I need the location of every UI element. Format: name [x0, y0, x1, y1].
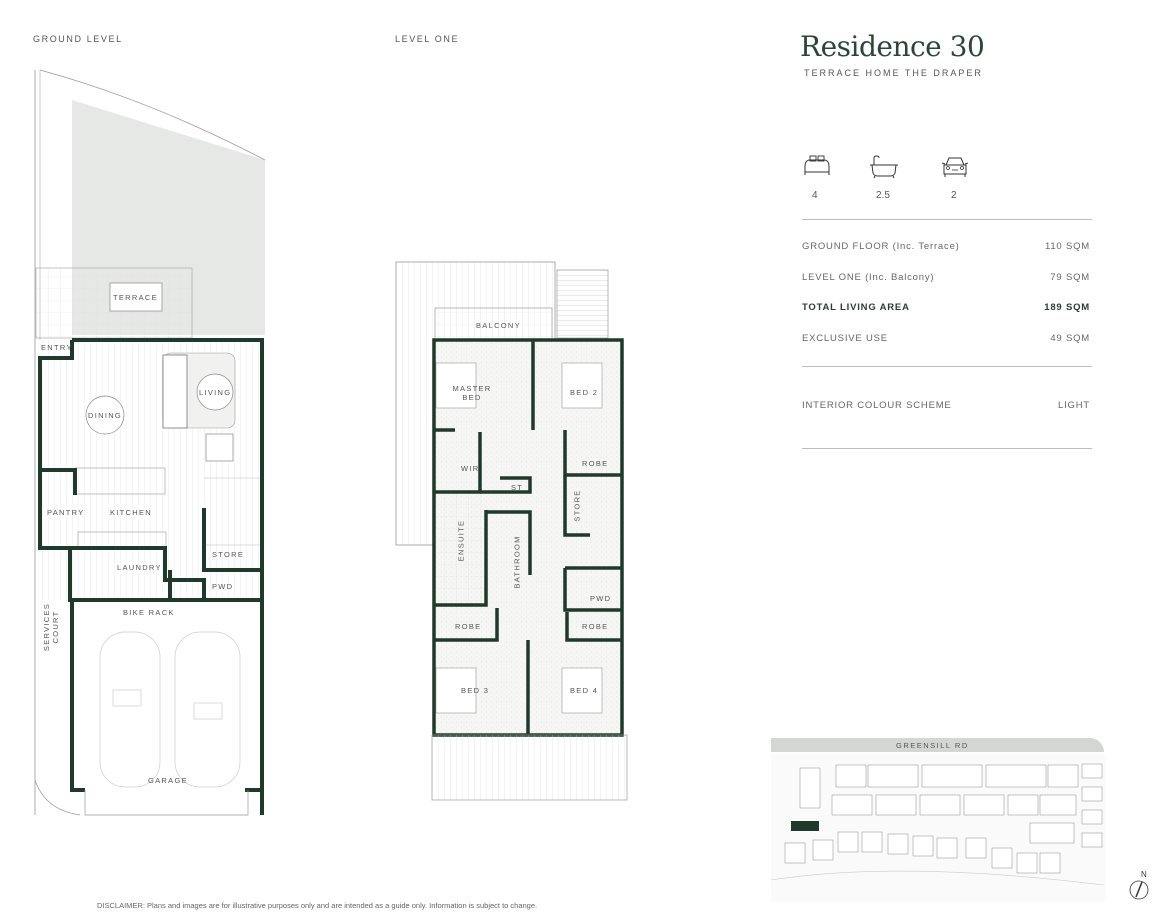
court-label: COURT: [51, 610, 60, 644]
room-dining: DINING: [88, 411, 123, 420]
room-balcony: BALCONY: [476, 321, 521, 330]
bathroom-count: 2.5: [876, 190, 890, 201]
room-ensuite: ENSUITE: [456, 519, 466, 562]
room-robe-bed4: ROBE: [582, 622, 609, 631]
colour-scheme-row: INTERIOR COLOUR SCHEME LIGHT: [802, 400, 1090, 411]
divider: [802, 366, 1092, 367]
room-wir: WIR: [461, 464, 480, 473]
divider: [802, 219, 1092, 220]
room-bike-rack: BIKE RACK: [123, 608, 175, 617]
area-row-level-one: LEVEL ONE (Inc. Balcony) 79 SQM: [802, 272, 1090, 283]
room-living: LIVING: [199, 388, 232, 397]
room-laundry: LAUNDRY: [117, 563, 162, 572]
room-entry: ENTRY: [41, 343, 73, 352]
road-label: GREENSILL RD: [896, 741, 969, 750]
services-label: SERVICES: [42, 602, 51, 652]
area-value: 79 SQM: [1050, 272, 1090, 283]
car-space-count: 2: [951, 190, 957, 201]
site-plan-map: [770, 738, 1149, 902]
room-pantry: PANTRY: [47, 508, 85, 517]
area-value: 49 SQM: [1050, 333, 1090, 344]
ground-level-heading: GROUND LEVEL: [33, 34, 123, 44]
area-label: EXCLUSIVE USE: [802, 333, 888, 344]
master-label: MASTER: [452, 384, 492, 393]
level-one-plan: [395, 261, 628, 801]
room-store: STORE: [212, 550, 245, 559]
area-value: 189 SQM: [1044, 302, 1090, 313]
room-robe-bed3: ROBE: [455, 622, 482, 631]
room-terrace: TERRACE: [113, 293, 158, 302]
room-bed-2: BED 2: [570, 388, 599, 397]
room-robe-bed2: ROBE: [582, 459, 609, 468]
area-row-exclusive: EXCLUSIVE USE 49 SQM: [802, 333, 1090, 344]
area-row-total: TOTAL LIVING AREA 189 SQM: [802, 302, 1090, 313]
ground-level-plan: [34, 69, 266, 816]
residence-30-highlight: [791, 821, 819, 831]
bed-label: BED: [462, 393, 482, 402]
room-bed-3: BED 3: [461, 686, 490, 695]
residence-title: Residence 30: [800, 30, 985, 63]
bath-icon: [868, 153, 898, 179]
room-pwd: PWD: [212, 582, 234, 591]
room-kitchen: KITCHEN: [110, 508, 153, 517]
area-label: TOTAL LIVING AREA: [802, 302, 910, 313]
room-bed-4: BED 4: [570, 686, 599, 695]
colour-scheme-label: INTERIOR COLOUR SCHEME: [802, 400, 952, 411]
area-value: 110 SQM: [1044, 241, 1090, 252]
colour-scheme-value: LIGHT: [1058, 400, 1090, 411]
area-label: GROUND FLOOR (Inc. Terrace): [802, 241, 960, 252]
room-pwd-l1: PWD: [590, 594, 612, 603]
area-row-ground: GROUND FLOOR (Inc. Terrace) 110 SQM: [802, 241, 1090, 252]
level-one-heading: LEVEL ONE: [395, 34, 460, 44]
bed-icon: [802, 153, 832, 179]
room-store-l1: STORE: [572, 489, 582, 522]
car-icon: [940, 153, 970, 179]
disclaimer: DISCLAIMER: Plans and images are for ill…: [97, 901, 538, 910]
divider: [802, 448, 1092, 449]
room-garage: GARAGE: [148, 776, 188, 785]
room-bathroom: BATHROOM: [512, 535, 522, 589]
bedroom-count: 4: [812, 190, 818, 201]
north-label: N: [1141, 870, 1147, 879]
area-label: LEVEL ONE (Inc. Balcony): [802, 272, 935, 283]
residence-subtitle: TERRACE HOME THE DRAPER: [804, 68, 983, 78]
room-st: ST: [511, 483, 524, 492]
